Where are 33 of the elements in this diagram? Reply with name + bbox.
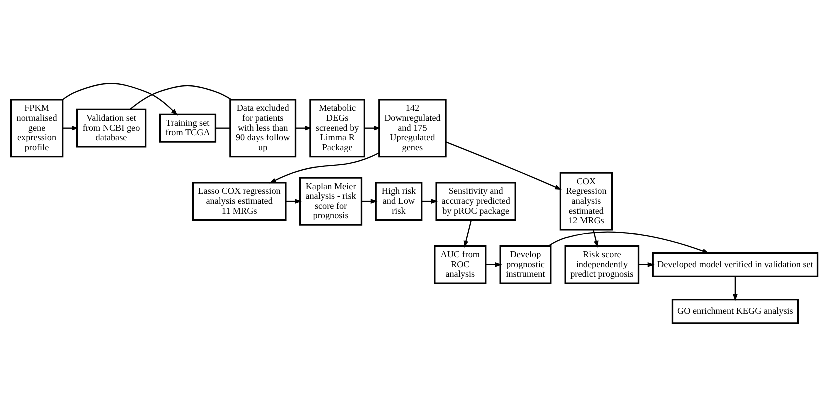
node-box: Developed model verified in validation set: [652, 252, 819, 278]
connector: [216, 128, 230, 129]
node-box: Lasso COX regression analysis estimated 11 MRGs: [192, 182, 287, 221]
arrow: [296, 126, 312, 131]
arrow: [464, 220, 472, 248]
node-box: Metabolic DEGs screened by Limma R Package: [310, 99, 366, 158]
arrow: [364, 126, 382, 131]
arrow: [269, 152, 380, 184]
node-box: 142 Downregulated and 175 Upregulated genes: [378, 99, 447, 158]
arrow: [62, 126, 79, 131]
arrow: [62, 83, 178, 116]
node-box: Develop prognostic instrument: [500, 245, 552, 284]
node-box: High risk and Low risk: [375, 182, 423, 221]
node-box: COX Regression analysis estimated 12 MRGs: [560, 172, 614, 231]
node-box: Risk score independently predict prognosis: [564, 245, 640, 284]
arrow: [592, 230, 599, 248]
arrow: [548, 232, 710, 254]
arrow: [286, 199, 302, 204]
arrow: [422, 199, 438, 204]
node-box: Kaplan Meier analysis - risk score for prognosis: [300, 177, 363, 226]
node-box: GO enrichment KEGG analysis: [672, 299, 799, 324]
arrow: [733, 276, 738, 302]
arrow: [486, 262, 502, 268]
node-box: FPKM normalised gene expression profile: [10, 99, 64, 158]
arrow: [638, 262, 655, 268]
connector: [130, 85, 232, 110]
node-box: Validation set from NCBI geo database: [76, 108, 147, 148]
node-box: Data excluded for patients with less than 90 days follow up: [230, 99, 297, 158]
node-box: Training set from TCGA: [159, 114, 217, 143]
arrow: [446, 142, 562, 190]
node-box: Sensitivity and accuracy predicted by pROC package: [436, 182, 516, 221]
arrow: [362, 199, 378, 204]
node-box: AUC from ROC analysis: [434, 245, 487, 284]
